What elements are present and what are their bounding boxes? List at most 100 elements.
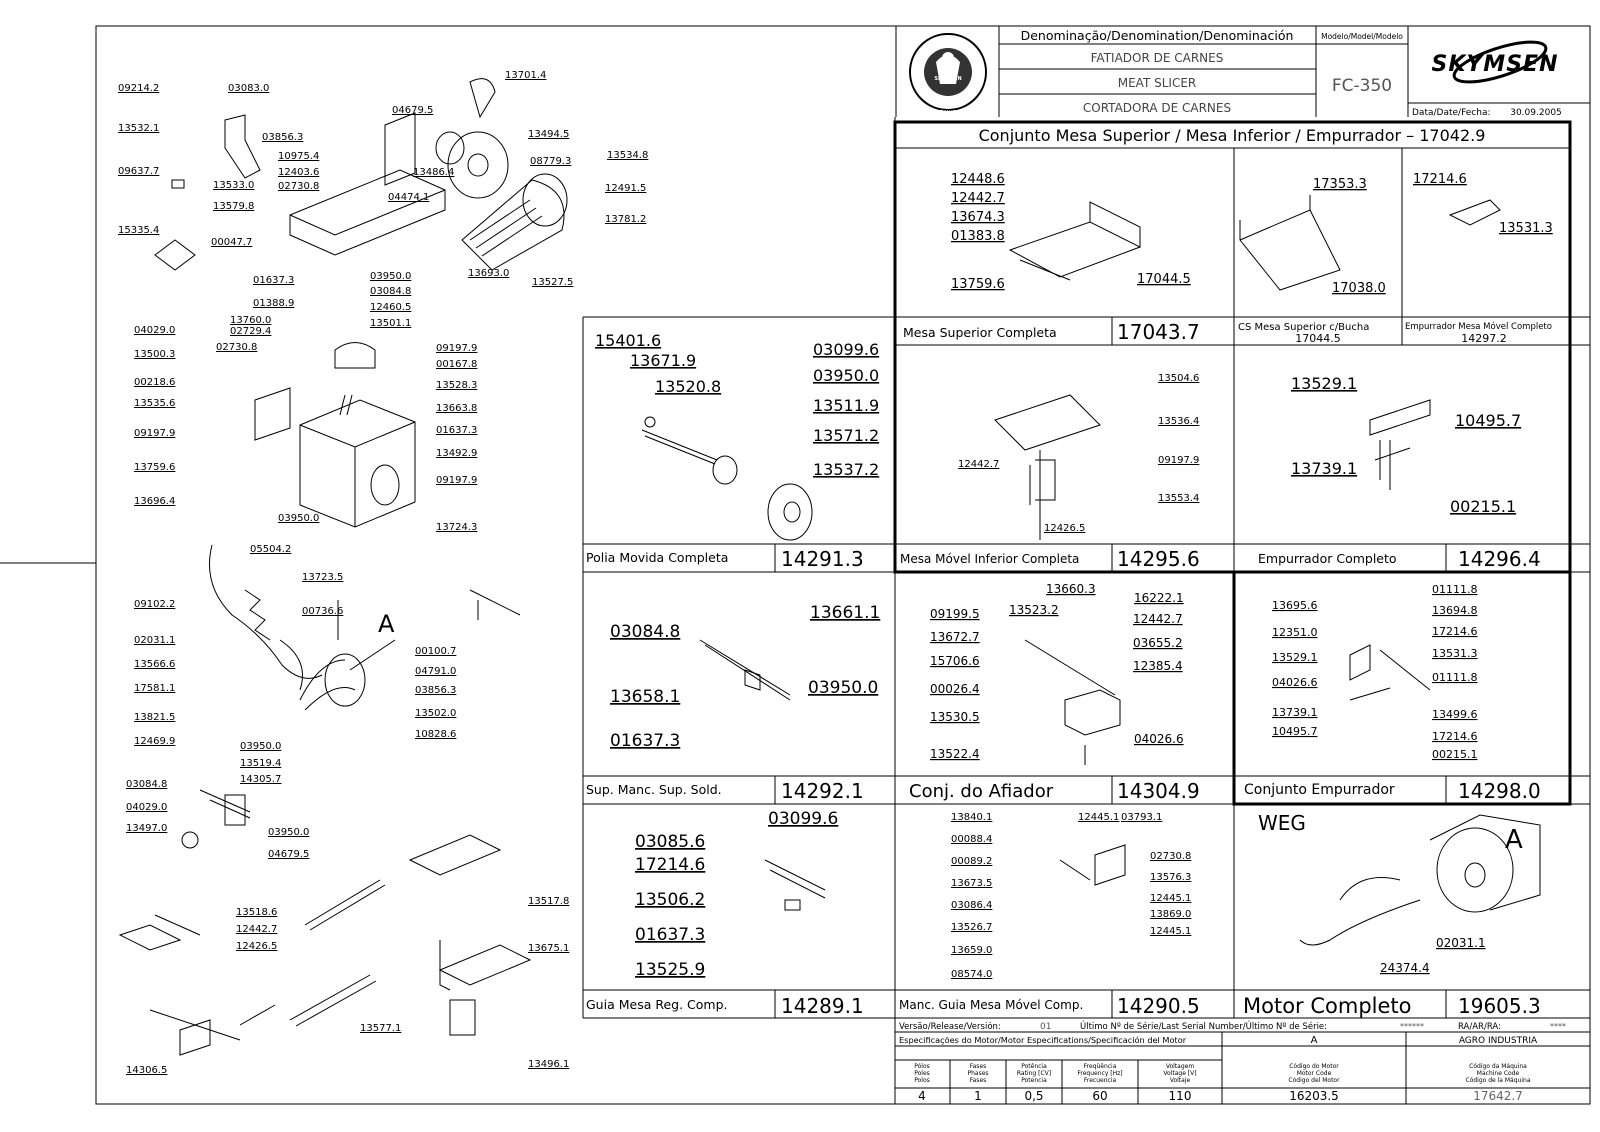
serial-value: ****** [1400, 1022, 1424, 1031]
part-number-label: 17581.1 [134, 683, 175, 694]
footer-table [895, 1031, 1590, 1104]
spec-cell: 0,5 [1024, 1089, 1043, 1103]
seal-caption: ASSISTÊNCIA TÉCNICA AUTORIZADA [903, 108, 994, 116]
code-afiador: 14304.9 [1117, 779, 1200, 803]
part-number-label: 13528.3 [436, 380, 477, 391]
part-number-label: 03793.1 [1121, 812, 1162, 823]
code-polia: 14291.3 [781, 547, 864, 571]
caption-empurrador-movel: Empurrador Mesa Móvel Completo [1405, 321, 1552, 332]
part-number-label: 13701.4 [505, 70, 546, 81]
part-number-label: 12442.7 [1133, 612, 1183, 626]
code-conj-empurrador: 14298.0 [1458, 779, 1541, 803]
part-number-label: 12491.5 [605, 183, 646, 194]
part-number-label: 03856.3 [262, 132, 303, 143]
part-number-label: 03950.0 [240, 741, 281, 752]
part-number-label: 13494.5 [528, 129, 569, 140]
code-motor: 19605.3 [1458, 994, 1541, 1018]
part-number-label: 03085.6 [635, 832, 705, 852]
part-number-label: 12442.7 [951, 191, 1005, 206]
part-number-label: 04474.1 [388, 192, 429, 203]
part-number-label: 03084.8 [610, 622, 680, 642]
code-empurrador: 14296.4 [1458, 547, 1541, 571]
part-number-label: 13869.0 [1150, 909, 1191, 920]
part-number-label: 13519.4 [240, 758, 281, 769]
part-number-label: 04679.5 [392, 105, 433, 116]
spec-cell: 110 [1169, 1089, 1192, 1103]
part-number-label: 13696.4 [134, 496, 175, 507]
part-number-label: 03086.4 [951, 900, 992, 911]
motor-brand: WEG [1258, 811, 1306, 835]
part-number-label: 13486.4 [413, 167, 454, 178]
caption-guia: Guia Mesa Reg. Comp. [586, 997, 728, 1012]
part-number-label: 13497.0 [126, 823, 167, 834]
part-number-label: 00089.2 [951, 856, 992, 867]
part-number-label: 04026.6 [1272, 676, 1318, 689]
title-block: SKYMSEN ASSISTÊNCIA TÉCNICA AUTORIZADA D… [895, 26, 1590, 118]
part-number-label: 13577.1 [360, 1023, 401, 1034]
part-number-label: 04029.0 [126, 802, 167, 813]
part-number-label: 00026.4 [930, 682, 980, 696]
part-number-label: 17214.6 [1432, 730, 1478, 743]
spec-cell: 60 [1092, 1089, 1107, 1103]
part-number-label: 03099.6 [768, 809, 838, 829]
part-number-label: 00218.6 [134, 377, 175, 388]
part-number-label: 03950.0 [278, 513, 319, 524]
part-number-label: 13673.5 [951, 878, 992, 889]
part-number-label: 13659.0 [951, 945, 992, 956]
part-number-label: 09199.5 [930, 607, 980, 621]
part-number-label: 00215.1 [1450, 497, 1516, 516]
part-number-label: 17214.6 [1413, 172, 1467, 187]
part-number-label: 13663.8 [436, 403, 477, 414]
code-manc-guia: 14290.5 [1117, 994, 1200, 1018]
part-number-label: 13566.6 [134, 659, 175, 670]
part-number-label: 00167.8 [436, 359, 477, 370]
part-number-label: 15335.4 [118, 225, 159, 236]
version-value: 01 [1040, 1022, 1051, 1032]
part-number-label: 09197.9 [436, 475, 477, 486]
part-number-label: 13532.1 [118, 123, 159, 134]
part-number-label: 13522.4 [930, 747, 980, 761]
part-number-label: 13739.1 [1272, 706, 1318, 719]
part-number-label: 04026.6 [1134, 732, 1184, 746]
spec-cell: 16203.5 [1289, 1089, 1339, 1103]
caption-mesa-superior: Mesa Superior Completa [903, 325, 1057, 340]
part-number-label: 13571.2 [813, 426, 879, 445]
part-number-label: 12442.7 [236, 924, 277, 935]
caption-polia: Polia Movida Completa [586, 550, 728, 565]
part-number-label: 03950.0 [268, 827, 309, 838]
caption-empurrador: Empurrador Completo [1258, 551, 1397, 566]
part-number-label: 01383.8 [951, 229, 1005, 244]
part-number-label: 13723.5 [302, 572, 343, 583]
part-number-label: 13530.5 [930, 710, 980, 724]
part-number-label: 01637.3 [436, 425, 477, 436]
model-label: Modelo/Model/Modelo [1321, 32, 1403, 41]
part-number-label: 04029.0 [134, 325, 175, 336]
part-number-label: 04679.5 [268, 849, 309, 860]
name-es: CORTADORA DE CARNES [1083, 101, 1231, 115]
part-drawings [118, 78, 1541, 1056]
part-number-label: 15706.6 [930, 654, 980, 668]
part-number-label: 09197.9 [436, 343, 477, 354]
spec-cell: 17642.7 [1473, 1089, 1523, 1103]
part-number-label: 13535.6 [134, 398, 175, 409]
part-number-label: 13553.4 [1158, 493, 1199, 504]
part-number-label: 13504.6 [1158, 373, 1199, 384]
part-number-label: 13531.3 [1432, 647, 1478, 660]
part-number-label: 16222.1 [1134, 591, 1184, 605]
part-number-label: 13520.8 [655, 377, 721, 396]
part-number-label: 12403.6 [278, 167, 319, 178]
part-number-label: 13500.3 [134, 349, 175, 360]
part-number-label: 13661.1 [810, 603, 880, 623]
part-number-label: 13781.2 [605, 214, 646, 225]
part-number-label: 17353.3 [1313, 177, 1367, 192]
part-number-label: 09197.9 [1158, 455, 1199, 466]
motor-spec-label: Especificações do Motor/Motor Especifica… [899, 1035, 1187, 1045]
part-number-label: 15401.6 [595, 331, 661, 350]
